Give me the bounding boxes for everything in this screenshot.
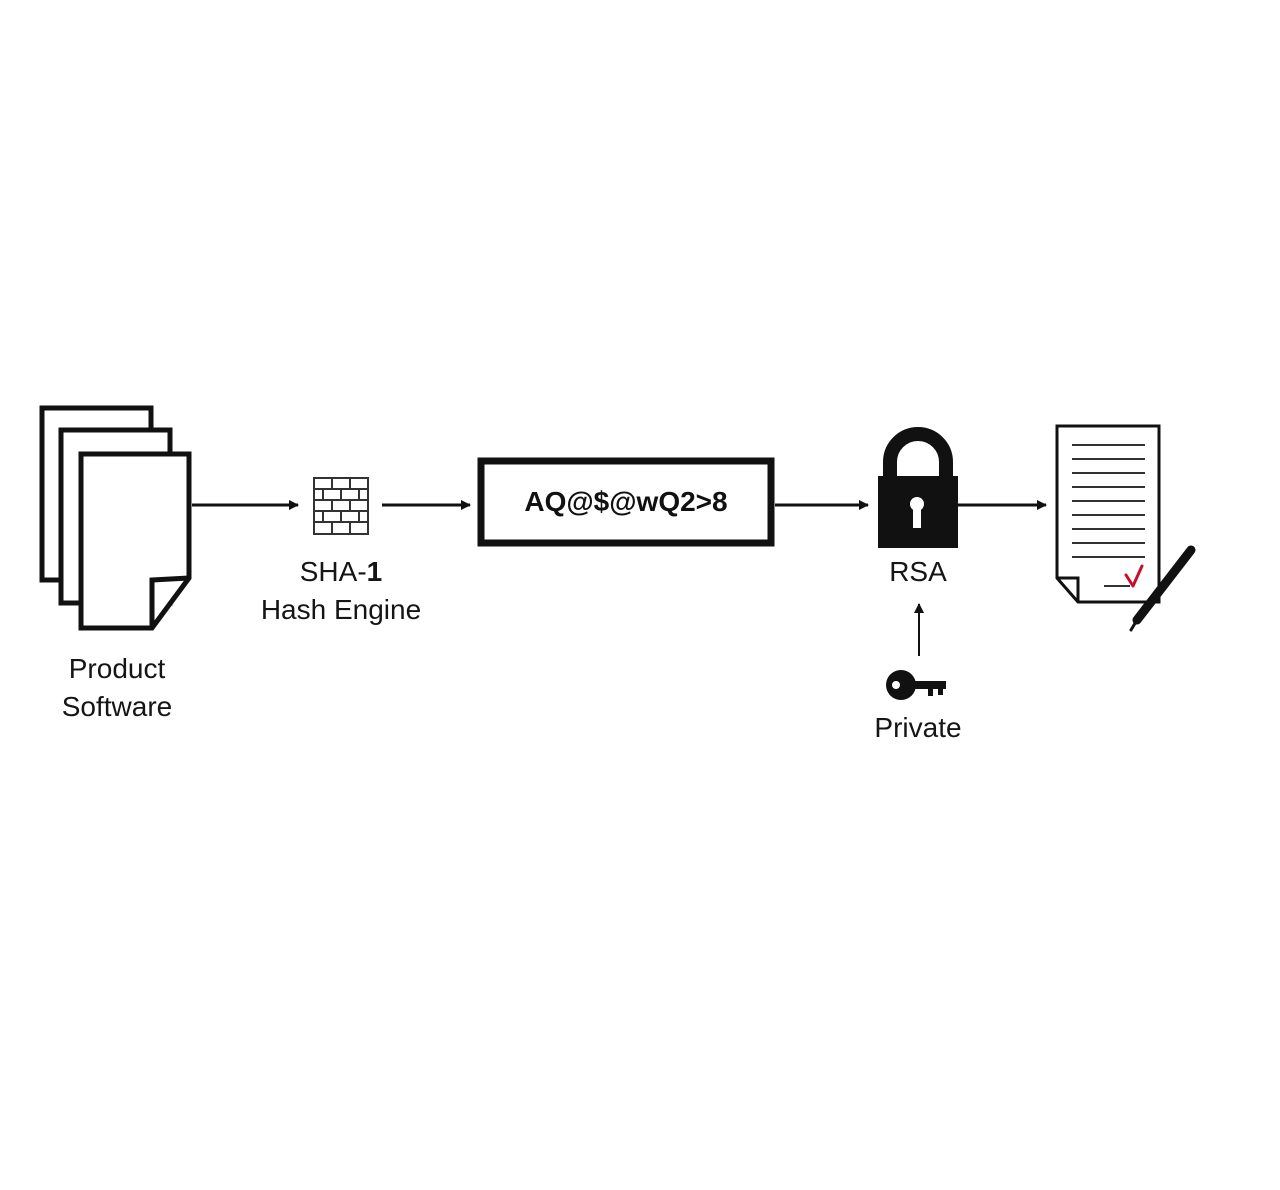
- sha1-prefix: SHA-: [299, 556, 367, 587]
- product-software-line1: Product: [68, 653, 166, 684]
- private-key-label: Private: [874, 712, 962, 743]
- brick-wall-icon: [313, 477, 369, 535]
- key-icon: [886, 670, 946, 700]
- product-software-line2: Software: [61, 691, 173, 722]
- sha1-line2: Hash Engine: [260, 594, 422, 625]
- pen-icon: [1129, 545, 1196, 632]
- sha1-label: SHA-1 Hash Engine: [246, 553, 436, 629]
- checkmark-icon: [1124, 564, 1144, 588]
- document-stack-icon: [39, 405, 192, 631]
- rsa-label: RSA: [889, 556, 947, 587]
- sha1-line1: SHA-1: [246, 553, 436, 591]
- product-software-label: Product Software: [46, 650, 188, 726]
- hash-value-text: AQ@$@wQ2>8: [524, 486, 728, 517]
- hash-value-box: [477, 457, 775, 547]
- sha1-suffix: 1: [366, 556, 383, 587]
- signed-document-icon: [1055, 424, 1196, 632]
- padlock-icon: [878, 427, 958, 548]
